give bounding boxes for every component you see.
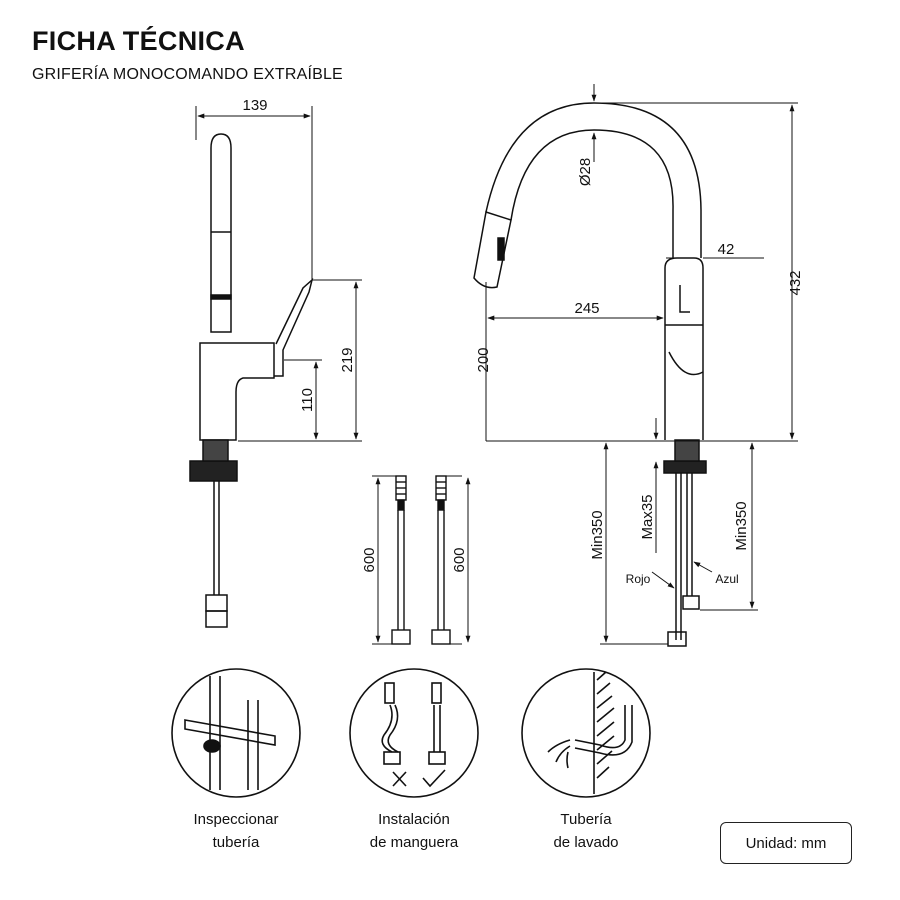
dim-hose-left: 600	[361, 547, 378, 572]
flush-pipe-icon	[521, 668, 651, 798]
front-body	[664, 257, 704, 440]
label-blue: Azul	[715, 572, 738, 586]
dim-spout-diameter: Ø28	[577, 158, 594, 186]
caption-flush-pipe: Tubería de lavado	[506, 808, 666, 854]
dim-hose-right: 600	[451, 547, 468, 572]
dim-body-width: 42	[718, 241, 735, 258]
page-title: FICHA TÉCNICA	[32, 26, 245, 56]
front-spout-arc	[485, 102, 702, 258]
dim-min-right: Min350	[733, 501, 750, 550]
caption-inspect-line2: tubería	[212, 834, 260, 851]
dim-total-height: 432	[787, 270, 804, 295]
front-view-faucet	[473, 102, 707, 647]
hose-installation-icon	[349, 668, 479, 798]
side-view-faucet	[189, 133, 314, 628]
side-base-nut	[189, 460, 238, 482]
unit-label: Unidad: mm	[720, 822, 852, 864]
dim-spout-clearance: 200	[475, 347, 492, 372]
hose-dimensions	[372, 475, 471, 645]
caption-flush-line1: Tubería	[560, 811, 612, 828]
side-lever	[274, 277, 314, 377]
side-body	[199, 342, 275, 441]
dim-min-left: Min350	[589, 510, 606, 559]
caption-hose-installation: Instalación de manguera	[334, 808, 494, 854]
dim-lever-height: 219	[339, 347, 356, 372]
dim-reach: 245	[574, 300, 599, 317]
dim-max-thread: Max35	[639, 494, 656, 539]
caption-hose-line1: Instalación	[378, 811, 450, 828]
hose-right	[431, 475, 451, 645]
caption-flush-line2: de lavado	[553, 834, 619, 851]
hose-left	[391, 475, 411, 645]
caption-hose-line2: de manguera	[369, 834, 459, 851]
side-dimensions	[195, 106, 362, 442]
dim-width-top: 139	[242, 97, 267, 114]
inspect-pipe-icon	[171, 668, 301, 798]
label-red: Rojo	[626, 572, 651, 586]
pull-out-head	[473, 211, 512, 289]
dim-body-height: 110	[299, 388, 316, 412]
front-dimensions	[485, 84, 798, 645]
caption-inspect-line1: Inspeccionar	[193, 811, 279, 828]
caption-inspect: Inspeccionar tubería	[156, 808, 316, 854]
front-base-nut	[663, 460, 707, 474]
side-spout	[210, 133, 232, 333]
page-subtitle: GRIFERÍA MONOCOMANDO EXTRAÍBLE	[32, 66, 343, 83]
